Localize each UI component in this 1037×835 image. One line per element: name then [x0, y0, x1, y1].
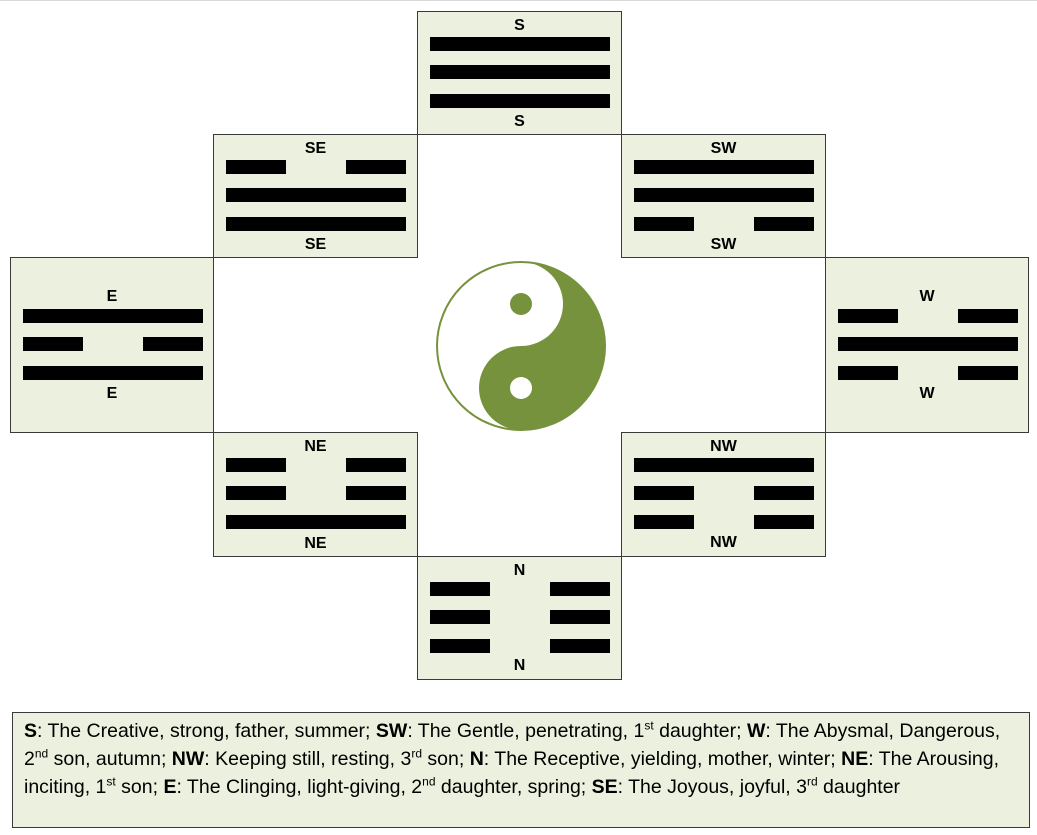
- trigram-line: [430, 65, 610, 79]
- trigram-label-bottom: NE: [304, 535, 327, 552]
- legend-key-n: N: [469, 748, 484, 770]
- trigram-ne: NE NE: [213, 432, 418, 557]
- legend-sup-sw: st: [644, 718, 654, 733]
- trigram-line: [226, 458, 406, 472]
- trigram-e: E E: [10, 257, 214, 433]
- trigram-label-bottom: NW: [710, 534, 737, 551]
- trigram-line: [23, 309, 203, 323]
- trigram-nw: NW NW: [621, 432, 826, 557]
- trigram-label-top: S: [514, 17, 525, 34]
- trigram-w: W W: [825, 257, 1029, 433]
- trigram-sw: SW SW: [621, 134, 826, 258]
- yin-yang-icon: [436, 261, 606, 431]
- trigram-line: [23, 366, 203, 380]
- top-rule: [0, 0, 1037, 1]
- trigram-line: [430, 94, 610, 108]
- trigram-label-bottom: SW: [710, 236, 737, 253]
- trigram-label-top: NW: [710, 438, 737, 455]
- legend-text-nw-b: son;: [422, 748, 470, 770]
- trigram-line: [430, 582, 610, 596]
- legend-sup-nw: rd: [411, 746, 422, 761]
- legend-key-ne: NE: [841, 748, 869, 770]
- legend-text-w: : The Abysmal, Dangerous, 2: [24, 720, 1001, 770]
- trigram-label-top: W: [919, 288, 935, 305]
- legend-sup-se: rd: [806, 774, 818, 789]
- legend-text-s: : The Creative, strong, father, summer;: [37, 720, 376, 742]
- trigram-label-top: N: [513, 562, 526, 579]
- trigram-line: [634, 217, 814, 231]
- yin-yang-dark-dot: [510, 293, 532, 315]
- trigram-label-top: SW: [710, 140, 737, 157]
- legend-key-w: W: [746, 720, 766, 742]
- legend-key-nw: NW: [171, 748, 205, 770]
- trigram-s: S S: [417, 11, 622, 135]
- legend-text-e: : The Clinging, light-giving, 2: [176, 776, 423, 798]
- legend-key-e: E: [163, 776, 177, 798]
- trigram-n: N N: [417, 556, 622, 680]
- trigram-label-top: E: [106, 288, 118, 305]
- legend-text-se: : The Joyous, joyful, 3: [617, 776, 807, 798]
- trigram-line: [226, 486, 406, 500]
- trigram-label-bottom: N: [513, 657, 526, 674]
- trigram-label-top: NE: [304, 438, 327, 455]
- legend-sup-w: nd: [34, 746, 49, 761]
- trigram-label-top: SE: [304, 140, 327, 157]
- trigram-label-bottom: W: [919, 385, 935, 402]
- trigram-line: [430, 639, 610, 653]
- trigram-line: [634, 515, 814, 529]
- legend-key-sw: SW: [375, 720, 408, 742]
- trigram-label-bottom: SE: [304, 236, 327, 253]
- trigram-line: [634, 486, 814, 500]
- legend-text-ne: : The Arousing, inciting, 1: [24, 748, 1000, 798]
- trigram-line: [838, 309, 1018, 323]
- trigram-line: [430, 610, 610, 624]
- legend-text-e-b: daughter, spring;: [435, 776, 592, 798]
- legend-key-se: SE: [591, 776, 618, 798]
- trigram-label-bottom: E: [106, 385, 118, 402]
- legend-text-w-b: son, autumn;: [48, 748, 172, 770]
- trigram-line: [23, 337, 203, 351]
- trigram-line: [430, 37, 610, 51]
- legend-text-sw-b: daughter;: [653, 720, 747, 742]
- trigram-line: [226, 188, 406, 202]
- trigram-line: [634, 188, 814, 202]
- legend-text-ne-b: son;: [115, 776, 164, 798]
- trigram-line: [634, 458, 814, 472]
- legend-text-sw: : The Gentle, penetrating, 1: [407, 720, 645, 742]
- trigram-se: SE SE: [213, 134, 418, 258]
- legend-text-n: : The Receptive, yielding, mother, winte…: [483, 748, 842, 770]
- legend-text-nw: : Keeping still, resting, 3: [204, 748, 412, 770]
- legend-sup-e: nd: [422, 774, 436, 789]
- trigram-line: [226, 217, 406, 231]
- yin-yang-light-dot: [510, 377, 532, 399]
- legend-key-s: S: [24, 720, 38, 742]
- legend-text-se-b: daughter: [817, 776, 901, 798]
- legend: S: The Creative, strong, father, summer;…: [12, 712, 1030, 828]
- trigram-line: [226, 160, 406, 174]
- trigram-line: [838, 366, 1018, 380]
- trigram-line: [634, 160, 814, 174]
- trigram-line: [226, 515, 406, 529]
- legend-sup-ne: st: [106, 774, 116, 789]
- trigram-line: [838, 337, 1018, 351]
- trigram-label-bottom: S: [514, 113, 525, 130]
